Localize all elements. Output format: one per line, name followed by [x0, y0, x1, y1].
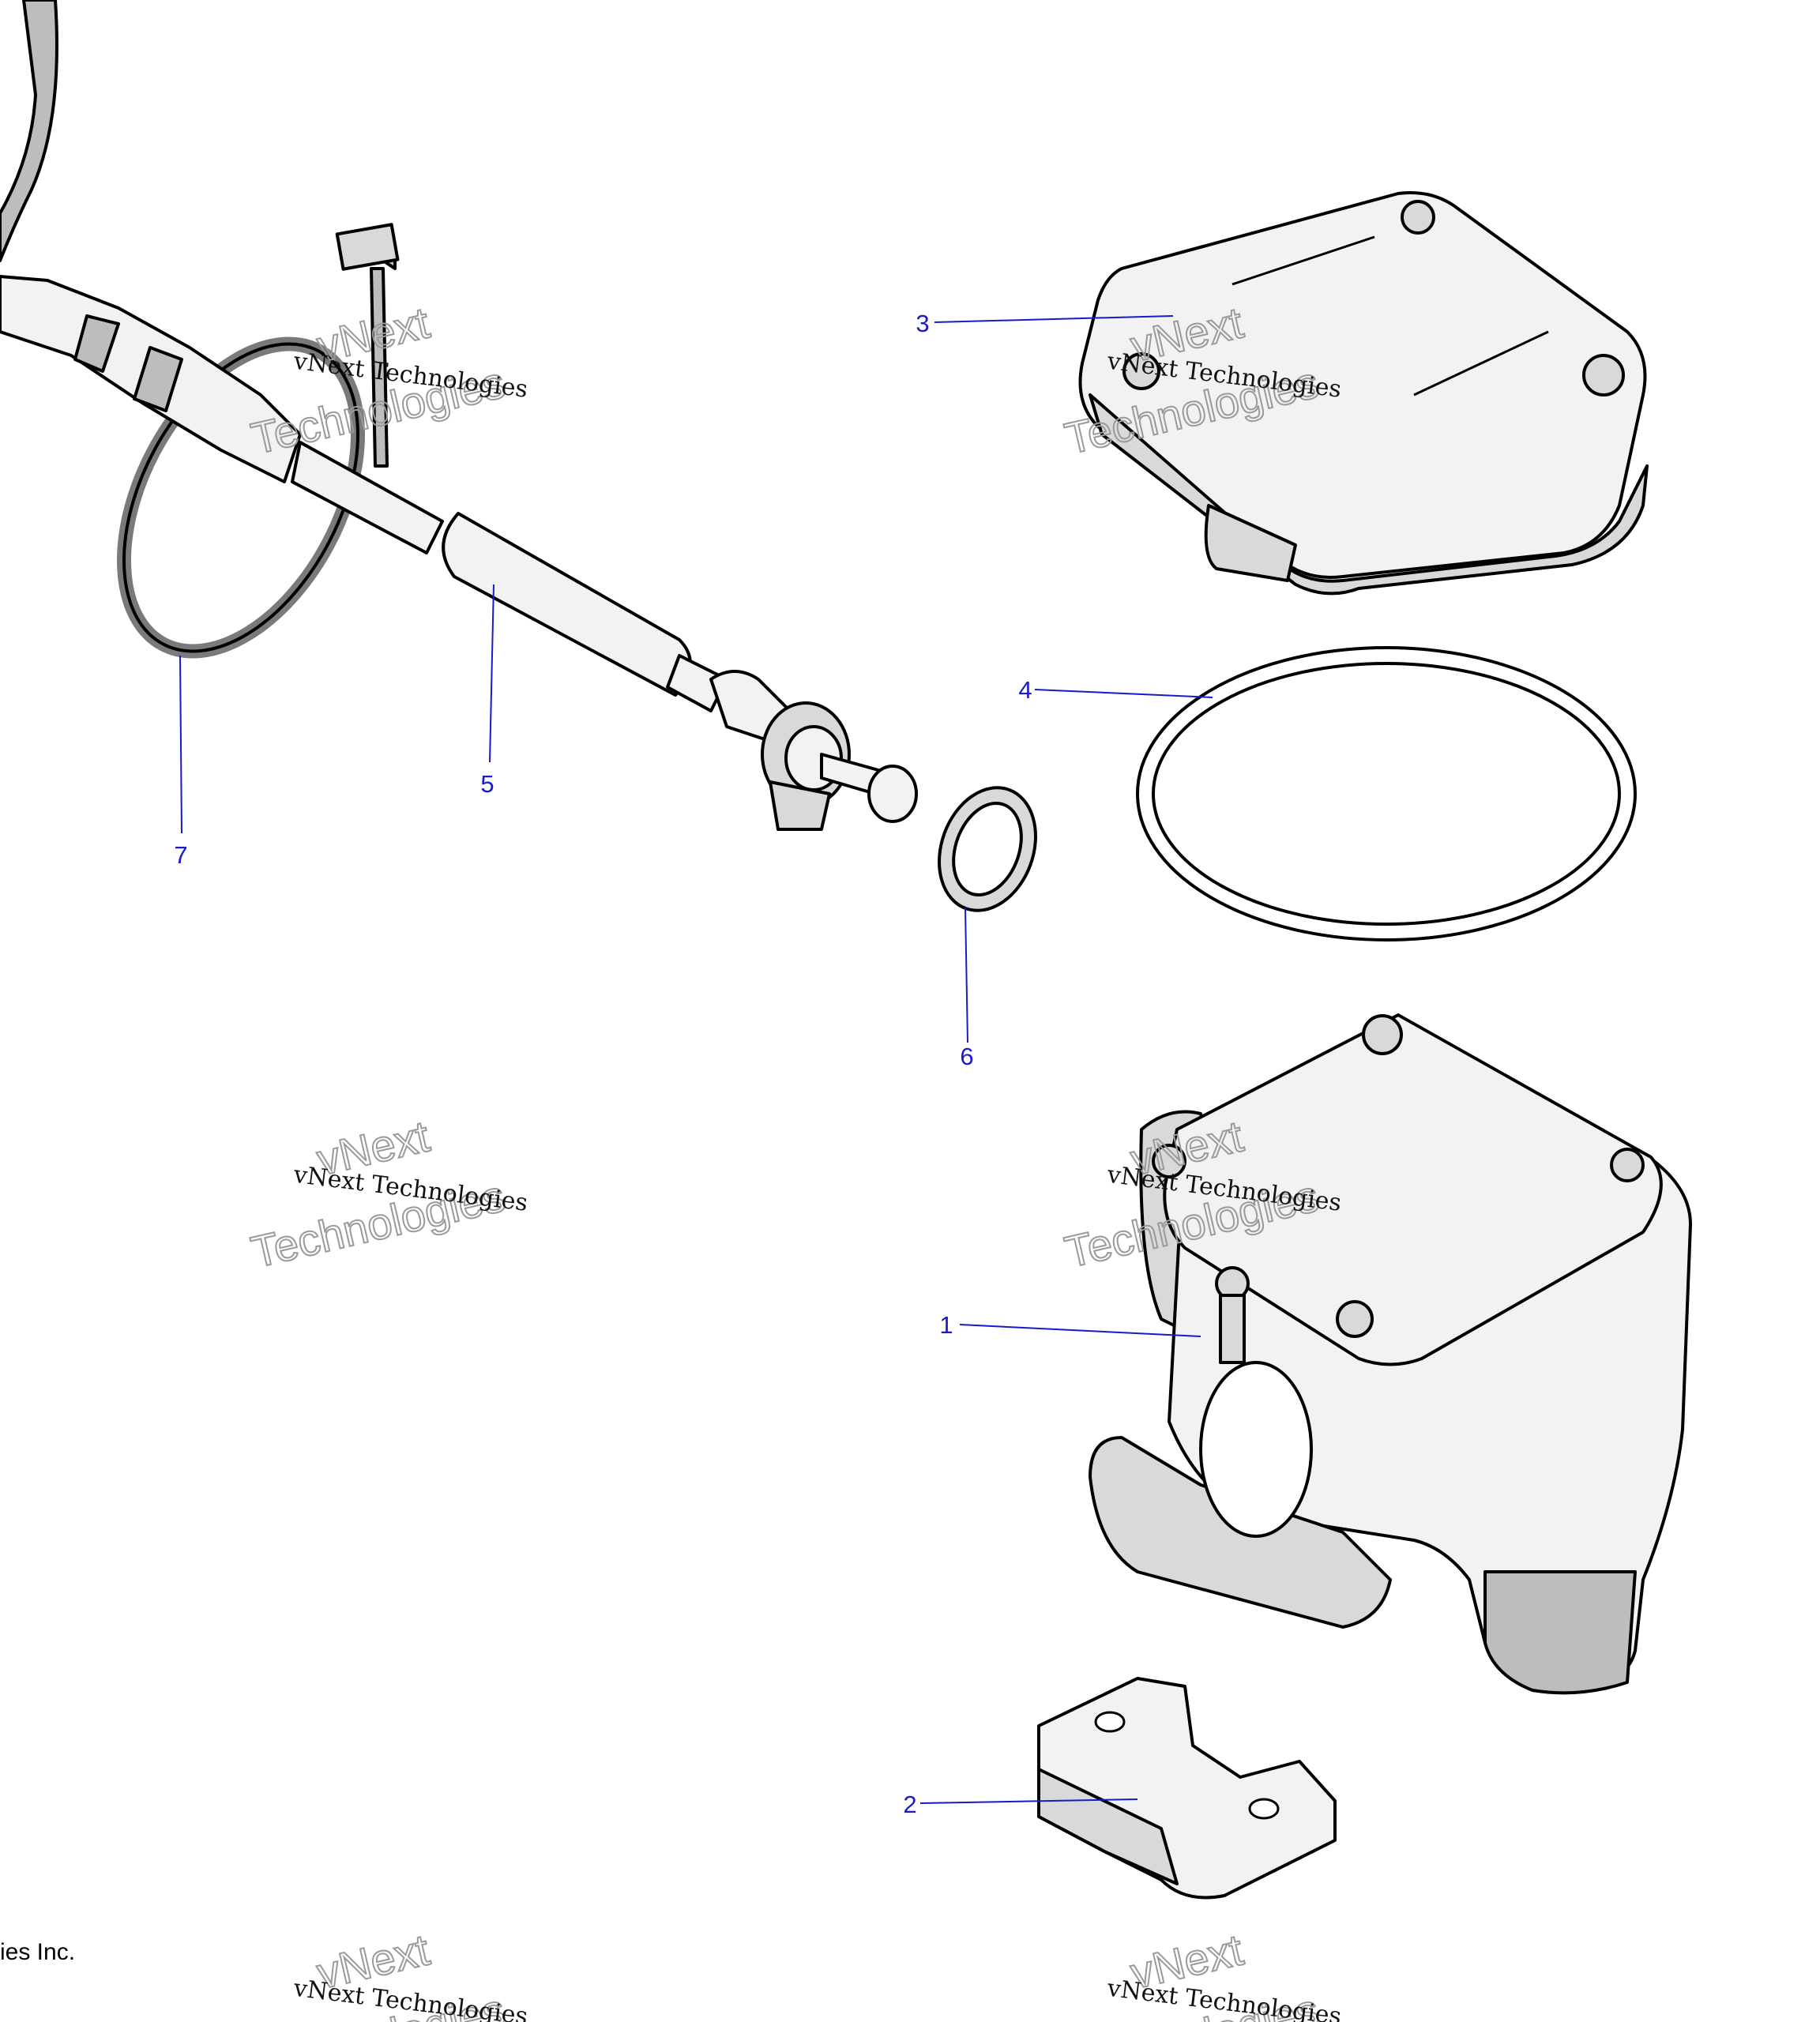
large-gasket-part-4 — [1136, 646, 1637, 941]
callout-6: 6 — [960, 1043, 973, 1070]
leader-3 — [934, 315, 1174, 323]
leader-lines — [179, 315, 1213, 1804]
leader-5 — [489, 584, 494, 763]
watermark-bottom-right: vNext Technologies vNext Technologies — [1059, 1923, 1343, 2022]
leader-7 — [179, 655, 182, 834]
watermark-small: vNext Technologies — [291, 1975, 529, 2022]
housing-cover-part-3 — [1078, 191, 1649, 596]
cable-tie-part-7 — [0, 0, 400, 659]
callout-3: 3 — [916, 310, 929, 337]
throttle-cable-part-5 — [0, 275, 918, 831]
watermark-mid-left: vNext Technologies vNext Technologies — [246, 1110, 529, 1278]
leader-4 — [1034, 689, 1213, 698]
copyright-text: ies Inc. — [0, 1939, 75, 1965]
throttle-housing-part-1 — [1089, 1013, 1692, 1695]
clamp-part-2 — [1037, 1677, 1337, 1900]
callout-7: 7 — [174, 841, 187, 869]
leader-1 — [959, 1324, 1201, 1337]
leader-2 — [919, 1798, 1138, 1804]
callout-4: 4 — [1018, 676, 1032, 704]
callout-5: 5 — [480, 770, 494, 798]
callout-2: 2 — [903, 1791, 916, 1818]
small-o-ring-part-6 — [938, 786, 1037, 912]
watermark-bottom-left: vNext Technologies vNext Technologies — [246, 1923, 529, 2022]
callout-labels: 1 2 3 4 5 6 7 — [174, 310, 1032, 1818]
callout-1: 1 — [939, 1311, 953, 1339]
leader-6 — [965, 908, 968, 1043]
watermark-small: vNext Technologies — [1105, 1975, 1343, 2022]
